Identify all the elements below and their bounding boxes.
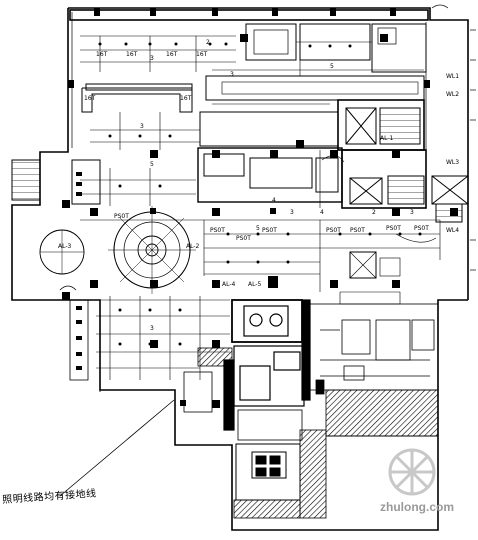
wire-count: 3 xyxy=(150,325,154,332)
label-16t: 16T xyxy=(126,51,138,58)
window-marks xyxy=(431,4,476,271)
upper-rooms xyxy=(81,23,427,151)
right-service-rooms xyxy=(309,303,439,395)
wire-count: 2 xyxy=(372,209,376,216)
wire-count: 3 xyxy=(140,123,144,130)
circuit-label: WL2 xyxy=(446,91,460,98)
label-16t: 16T xyxy=(166,51,178,58)
light-fixtures xyxy=(62,42,422,370)
wire-count: 2 xyxy=(206,39,210,46)
circular-lobby xyxy=(39,206,196,294)
wire-count: 5 xyxy=(150,161,154,168)
circuit-label: PS0T xyxy=(262,227,277,234)
circuit-label: WL4 xyxy=(446,227,460,234)
label-16t: 16T xyxy=(96,51,108,58)
wire-count: 3 xyxy=(150,55,154,62)
wire-count: 3 xyxy=(290,209,294,216)
panel-label: AL-2 xyxy=(186,243,200,250)
circuit-label: PS0T xyxy=(386,225,401,232)
circuit-label: WL3 xyxy=(446,159,460,166)
label-16t: 16T xyxy=(196,51,208,58)
core-rooms xyxy=(223,299,311,441)
circuit-label: PS0T xyxy=(210,227,225,234)
panel-label: AL-3 xyxy=(58,243,72,250)
watermark-text: zhulong.com xyxy=(380,500,454,514)
circuit-label: PS0T xyxy=(326,227,341,234)
building-outline xyxy=(11,7,469,531)
circuit-label: PS0T xyxy=(236,235,251,242)
wire-count: 5 xyxy=(330,63,334,70)
circuit-label: PS0T xyxy=(114,213,129,220)
south-room xyxy=(235,435,439,530)
circuit-label: PS0T xyxy=(414,225,429,232)
note-leader xyxy=(59,300,175,497)
lower-circuits xyxy=(69,296,230,413)
wire-count: 3 xyxy=(410,209,414,216)
circuit-label: WL1 xyxy=(446,73,460,80)
upper-circuits xyxy=(80,35,437,243)
panel-label: AL-4 xyxy=(222,281,236,288)
service-band xyxy=(71,147,469,223)
hall-circuits xyxy=(80,219,441,305)
circuit-label: PS0T xyxy=(350,227,365,234)
panel-label: AL-1 xyxy=(380,135,394,142)
wire-count: 3 xyxy=(230,71,234,78)
hatched-zones xyxy=(197,347,439,519)
left-stairs xyxy=(11,159,41,201)
label-16t: 16T xyxy=(180,95,192,102)
label-16t: 16T xyxy=(84,95,96,102)
panel-label: AL-5 xyxy=(248,281,262,288)
wire-count: 4 xyxy=(320,209,324,216)
wire-count: 4 xyxy=(272,197,276,204)
wire-count: 5 xyxy=(256,225,260,232)
